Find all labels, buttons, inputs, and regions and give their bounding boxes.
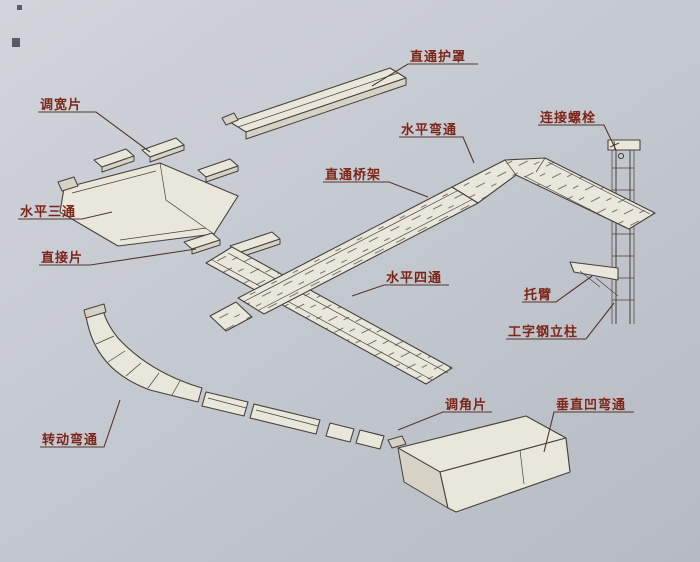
label-bracket-arm: 托臂 — [524, 288, 553, 303]
bottom-segment-shapes — [201, 391, 385, 450]
label-horizontal-cross: 水平四通 — [386, 271, 443, 286]
label-straight-tray: 直通桥架 — [325, 168, 382, 183]
label-angle-adjust-piece: 调角片 — [445, 398, 488, 413]
label-direct-piece: 直接片 — [41, 251, 84, 266]
label-horizontal-bend: 水平弯通 — [401, 123, 458, 138]
label-horizontal-tee: 水平三通 — [20, 205, 77, 220]
vertical-concave-bend-shape — [387, 415, 571, 513]
label-width-adjust-piece: 调宽片 — [40, 98, 83, 113]
leader-lines — [18, 63, 634, 453]
straight-cover-shape — [221, 67, 407, 140]
photo-speck — [12, 38, 20, 47]
label-vertical-concave-bend: 垂直凹弯通 — [556, 398, 627, 413]
width-adjust-piece-shape — [93, 137, 239, 183]
label-rotating-bend: 转动弯通 — [42, 433, 99, 448]
horizontal-bend-shape — [451, 157, 656, 230]
horizontal-cross-stub-shape — [209, 301, 253, 332]
bracket-arm-shape — [569, 261, 619, 297]
label-connecting-bolt: 连接螺栓 — [540, 111, 597, 126]
horizontal-tee-shape — [57, 162, 239, 247]
label-straight-cover: 直通护罩 — [410, 50, 467, 65]
horizontal-cross-branch-shape — [205, 246, 453, 385]
rotating-bend-shape — [83, 303, 203, 403]
photo-speck — [17, 5, 22, 10]
i-beam-column-shape — [607, 139, 641, 324]
straight-tray-shape — [237, 186, 479, 315]
direct-piece-shape — [183, 231, 281, 259]
label-i-beam-column: 工字钢立柱 — [508, 325, 579, 340]
